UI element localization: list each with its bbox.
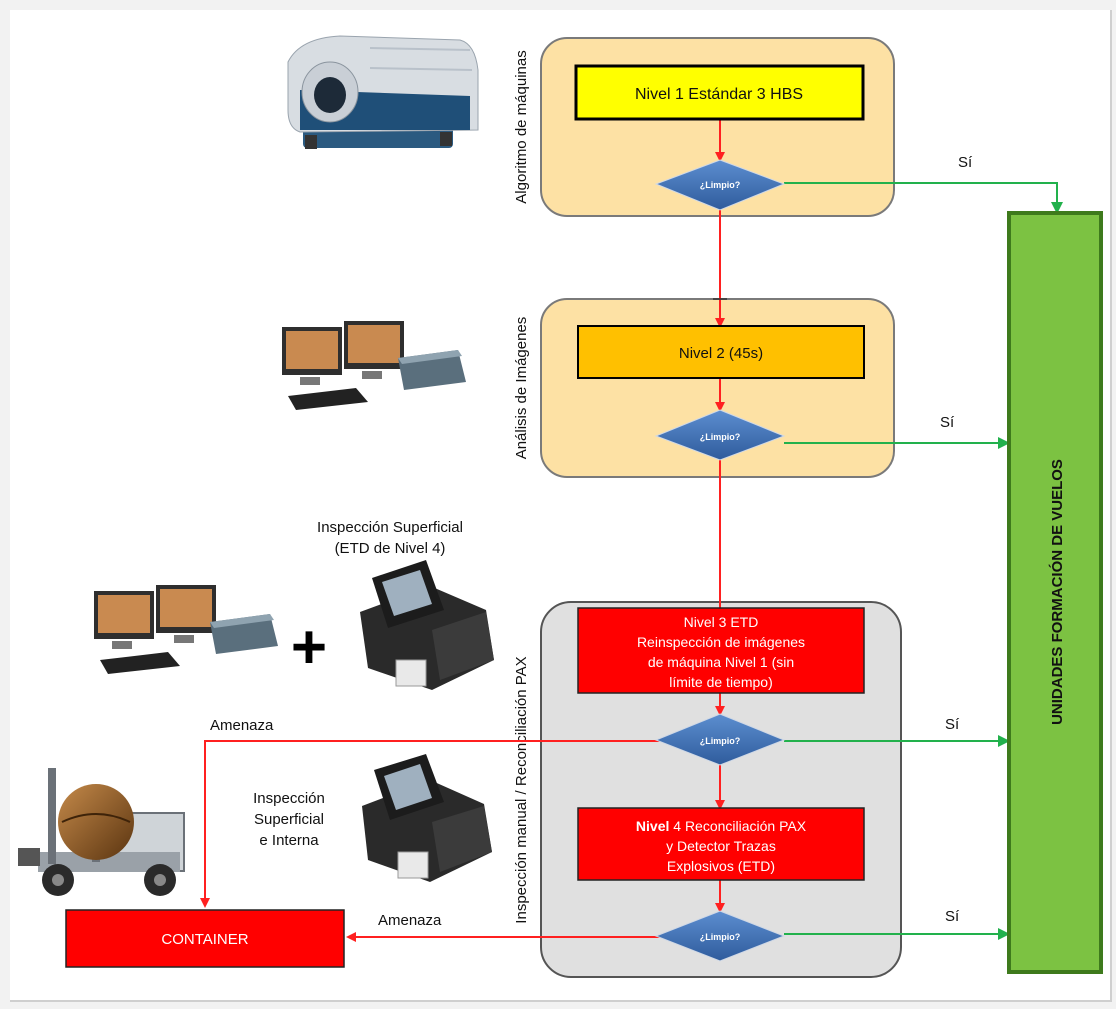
unidades-box: UNIDADES FORMACIÓN DE VUELOS (1007, 211, 1103, 974)
etd-device-icon (360, 560, 494, 690)
nivel4-line3: Explosivos (ETD) (667, 858, 775, 874)
nivel1-box: Nivel 1 Estándar 3 HBS (574, 64, 865, 121)
internal-inspection-line1: Inspección (253, 790, 325, 807)
forklift-container-icon (18, 768, 185, 896)
workstation-icon (94, 585, 278, 674)
threat-label-2: Amenaza (378, 912, 442, 929)
lane2-label: Análisis de Imágenes (513, 317, 530, 460)
container-label: CONTAINER (161, 931, 248, 948)
yes-label-4: Sí (945, 908, 960, 925)
yes-label-3: Sí (945, 716, 960, 733)
decision-2: ¿Limpio? (654, 409, 786, 461)
etd-device-icon (362, 754, 492, 882)
nivel3-line4: límite de tiempo) (669, 674, 772, 690)
decision-1-label: ¿Limpio? (700, 180, 741, 190)
decision-3-label: ¿Limpio? (700, 736, 741, 746)
surface-inspection-line1: Inspección Superficial (317, 519, 463, 536)
yes-label-2: Sí (940, 414, 955, 431)
nivel3-line2: Reinspección de imágenes (637, 634, 805, 650)
ct-scanner-icon (287, 35, 479, 149)
nivel4-line1: Nivel 4 Reconciliación PAX (636, 818, 807, 834)
nivel2-label: Nivel 2 (45s) (679, 345, 763, 362)
decision-4-label: ¿Limpio? (700, 932, 741, 942)
nivel4-line2: y Detector Trazas (666, 838, 776, 854)
nivel1-label: Nivel 1 Estándar 3 HBS (635, 86, 803, 103)
surface-inspection-line2: (ETD de Nivel 4) (335, 540, 446, 557)
plus-sign: + (291, 613, 327, 682)
nivel3-line3: de máquina Nivel 1 (sin (648, 654, 794, 670)
nivel3-box: Nivel 3 ETD Reinspección de imágenes de … (577, 607, 865, 694)
decision-1: ¿Limpio? (654, 159, 786, 211)
unidades-label: UNIDADES FORMACIÓN DE VUELOS (1048, 459, 1066, 725)
yes-label-1: Sí (958, 154, 973, 171)
threat-label-1: Amenaza (210, 717, 274, 734)
lane3-label: Inspección manual / Reconciliación PAX (513, 656, 530, 923)
lane1-label: Algoritmo de máquinas (513, 50, 530, 203)
decision-4: ¿Limpio? (654, 910, 786, 962)
nivel4-box: Nivel 4 Reconciliación PAX y Detector Tr… (577, 807, 865, 881)
decision-2-label: ¿Limpio? (700, 432, 741, 442)
nivel3-line1: Nivel 3 ETD (684, 614, 759, 630)
nivel2-box: Nivel 2 (45s) (577, 325, 865, 379)
workstation-icon (282, 321, 466, 410)
container-box: CONTAINER (65, 909, 345, 968)
internal-inspection-line3: e Interna (259, 832, 319, 849)
decision-3: ¿Limpio? (654, 713, 786, 766)
internal-inspection-line2: Superficial (254, 811, 324, 828)
